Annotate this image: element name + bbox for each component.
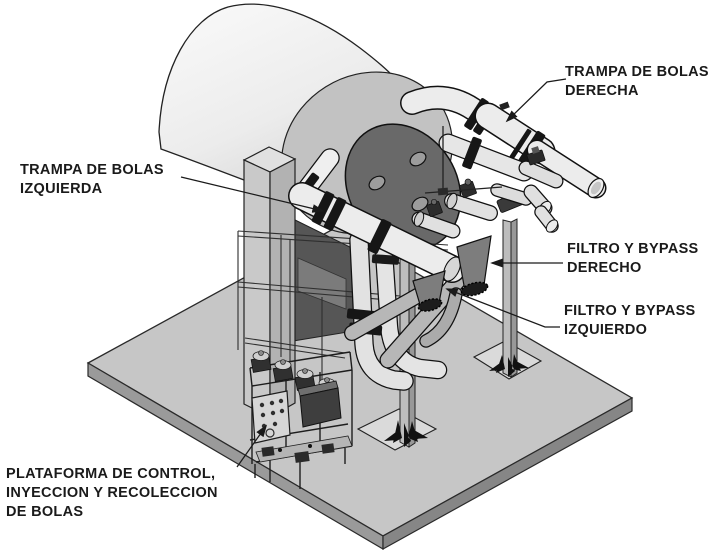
support-rod (424, 126, 503, 196)
leader-trap-left (180, 176, 325, 213)
label-trap-right: TRAMPA DE BOLAS DERECHA (565, 63, 709, 101)
label-line: FILTRO Y BYPASS (564, 303, 696, 319)
label-platform: PLATAFORMA DE CONTROL, INYECCION Y RECOL… (6, 465, 218, 522)
leader-platform (236, 424, 268, 468)
label-line: DERECHA (565, 83, 639, 99)
pipe-flange (323, 197, 347, 231)
leader-filter-left (445, 288, 560, 328)
label-trap-left: TRAMPA DE BOLAS IZQUIERDA (20, 161, 164, 199)
pipe-flange (367, 219, 392, 254)
label-line: FILTRO Y BYPASS (567, 241, 699, 257)
label-line: PLATAFORMA DE CONTROL, (6, 466, 216, 482)
skid-cabinet (297, 380, 342, 428)
label-line: TRAMPA DE BOLAS (20, 162, 164, 178)
label-line: INYECCION Y RECOLECCION (6, 485, 218, 501)
label-line: IZQUIERDA (20, 181, 103, 197)
label-line: TRAMPA DE BOLAS (565, 64, 709, 80)
label-filter-right: FILTRO Y BYPASS DERECHO (567, 240, 699, 278)
filter-left (412, 270, 446, 312)
piping (288, 85, 607, 391)
filter-right (456, 235, 492, 297)
label-filter-left: FILTRO Y BYPASS IZQUIERDO (564, 302, 696, 340)
floor-slab (86, 226, 634, 551)
bypass-valves (411, 178, 498, 239)
leader-lines (180, 78, 567, 468)
support-stand-right (472, 183, 543, 380)
label-line: IZQUIERDO (564, 322, 648, 338)
head-outlet-pipe (438, 133, 564, 233)
pipe-flange (462, 136, 482, 170)
right-ball-trap-pipe (400, 85, 607, 199)
shadow-panel (286, 215, 361, 343)
skid-control-panel (251, 390, 291, 444)
skid-fittings (261, 443, 335, 463)
label-line: DERECHO (567, 260, 642, 276)
leader-trap-right (505, 78, 567, 123)
control-skid (249, 350, 353, 489)
valve-handle (499, 101, 510, 111)
label-line: DE BOLAS (6, 504, 84, 520)
